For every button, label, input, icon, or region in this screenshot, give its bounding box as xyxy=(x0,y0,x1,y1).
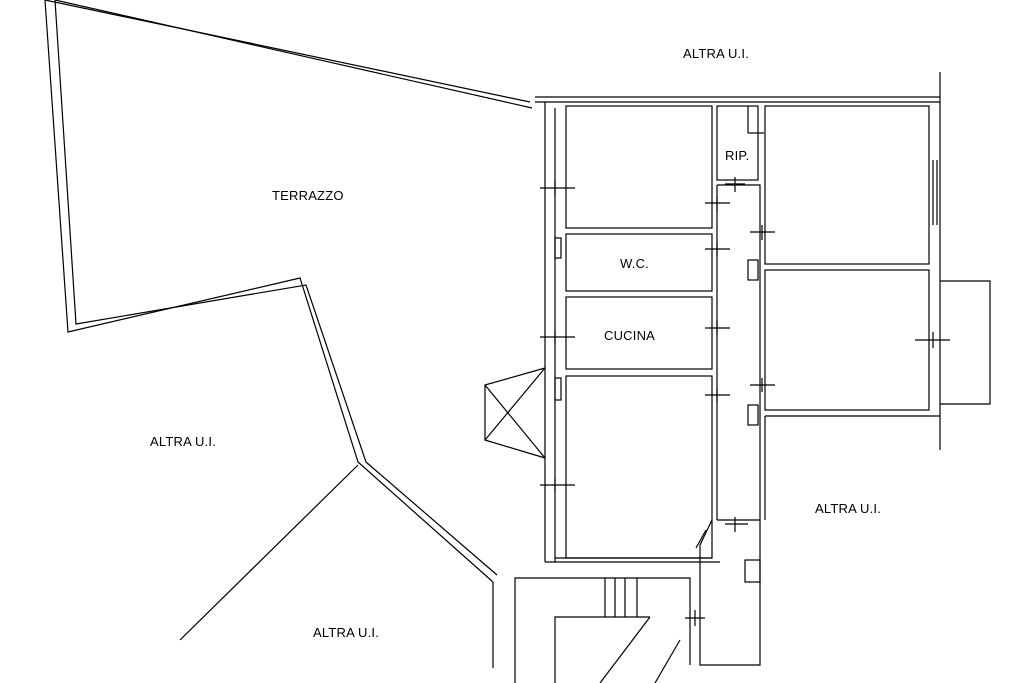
terrace-wall xyxy=(44,0,533,583)
label-altra-left: ALTRA U.I. xyxy=(150,434,217,449)
room-bottom-left xyxy=(565,375,713,559)
label-terrazzo: TERRAZZO xyxy=(272,188,344,203)
door-marks xyxy=(540,177,950,626)
room-wc xyxy=(565,233,713,292)
entry-area xyxy=(492,519,761,683)
boundary-line xyxy=(179,464,359,641)
bay-window xyxy=(484,367,546,459)
room-cucina xyxy=(565,296,713,370)
label-altra-right: ALTRA U.I. xyxy=(815,501,882,516)
corridor xyxy=(716,184,761,521)
label-rip: RIP. xyxy=(725,148,750,163)
room-top-left xyxy=(565,105,713,229)
label-wc: W.C. xyxy=(620,256,649,271)
room-mid-right xyxy=(764,269,930,411)
window xyxy=(554,377,562,401)
room-top-right xyxy=(764,105,930,265)
label-altra-bottom: ALTRA U.I. xyxy=(313,625,380,640)
label-cucina: CUCINA xyxy=(604,328,656,343)
room-rip xyxy=(716,105,759,181)
window xyxy=(554,237,562,259)
label-altra-top: ALTRA U.I. xyxy=(683,46,750,61)
balcony xyxy=(940,280,991,405)
outer-walls xyxy=(535,72,941,563)
